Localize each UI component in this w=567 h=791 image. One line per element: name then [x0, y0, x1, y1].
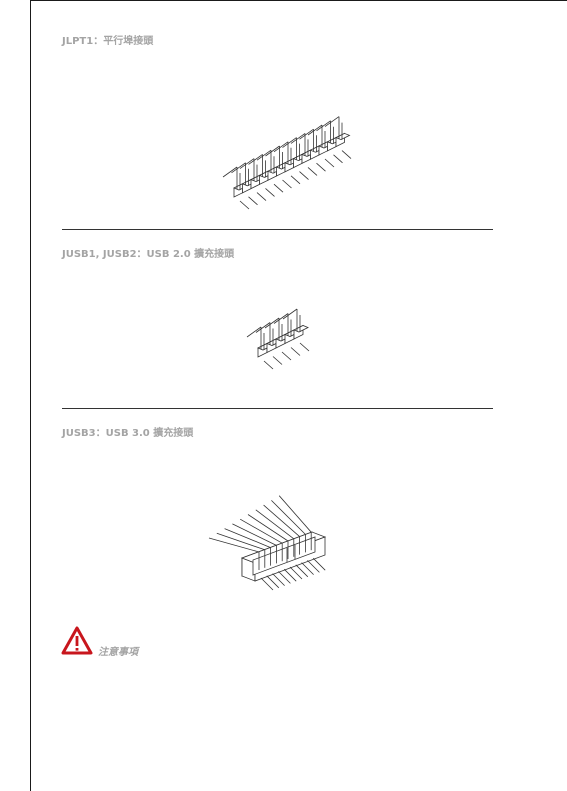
- pin-leader: [278, 571, 291, 584]
- pin-leader: [307, 124, 323, 136]
- pin-leader: [316, 120, 331, 132]
- page-border: [30, 0, 567, 791]
- caution-label: 注意事項: [98, 647, 138, 658]
- pin-leader: [299, 342, 310, 352]
- pin-leader: [273, 141, 289, 153]
- pin-leader: [260, 577, 274, 591]
- pin-leader: [316, 162, 326, 172]
- pin-leader: [266, 575, 280, 589]
- pin-leader: [265, 145, 280, 157]
- pin-leader: [282, 179, 292, 189]
- header-block-top: [293, 325, 309, 333]
- pin-leader: [290, 175, 301, 185]
- pin-leader: [246, 326, 262, 338]
- pin-leader: [282, 308, 298, 320]
- pin-leader: [282, 137, 297, 148]
- pin-leader: [272, 356, 283, 365]
- section-divider: [62, 229, 493, 230]
- pin-leader: [222, 166, 238, 178]
- pin-leader: [307, 167, 318, 176]
- pin-leader: [290, 133, 306, 144]
- pin-leader: [239, 200, 250, 210]
- pin-leader: [341, 150, 352, 159]
- pin-leader: [248, 196, 258, 206]
- pin-leader: [263, 360, 274, 370]
- pin-leader: [333, 154, 343, 164]
- pin-leader: [324, 116, 340, 127]
- usb2-pins: [246, 308, 310, 370]
- pin-leader: [263, 504, 300, 537]
- usb2-header-diagram: [246, 308, 310, 370]
- pin-leader: [312, 557, 326, 571]
- section-divider: [62, 408, 493, 409]
- pin-leader: [248, 154, 263, 165]
- pin-leader: [283, 568, 297, 582]
- pin-leader: [289, 566, 303, 580]
- pin-leader: [301, 562, 314, 575]
- pin-leader: [272, 573, 285, 586]
- pin-leader: [307, 560, 320, 573]
- warning-triangle-icon: [61, 626, 93, 655]
- pin-leader: [256, 192, 267, 201]
- pin-leader: [271, 500, 306, 535]
- pin-leader: [247, 514, 289, 542]
- pin-leader: [295, 564, 309, 578]
- pin-leader: [256, 149, 272, 161]
- section-heading-jusb3: JUSB3：USB 3.0 擴充接頭: [62, 428, 194, 439]
- pin-leader: [232, 523, 277, 546]
- usb3-header-diagram: [208, 495, 327, 591]
- pin-leader: [299, 171, 309, 180]
- pin-leader: [216, 532, 265, 551]
- section-heading-jusb: JUSB1, JUSB2：USB 2.0 擴充接頭: [62, 249, 235, 260]
- pin-leader: [231, 162, 246, 174]
- pin-leader: [273, 183, 284, 193]
- header-block-top: [335, 132, 351, 141]
- pin-leader: [290, 347, 301, 356]
- pin-leader: [299, 128, 314, 140]
- section-heading-jlpt1: JLPT1：平行埠接頭: [62, 36, 154, 47]
- pin-leader: [224, 528, 271, 548]
- pin-leader: [278, 495, 312, 533]
- pin-leader: [265, 188, 275, 197]
- parallel-port-pins: [222, 116, 352, 210]
- usb3-pins: [208, 495, 326, 591]
- pin-leader: [240, 518, 283, 544]
- pin-leader: [281, 351, 292, 361]
- pin-leader: [239, 158, 255, 169]
- pin-leader: [324, 158, 335, 168]
- parallel-port-header-diagram: [222, 116, 352, 210]
- pin-leader: [255, 322, 271, 333]
- pin-leader: [208, 537, 260, 553]
- pin-leader: [255, 509, 295, 540]
- pin-leader: [273, 313, 289, 324]
- pin-leader: [264, 317, 280, 329]
